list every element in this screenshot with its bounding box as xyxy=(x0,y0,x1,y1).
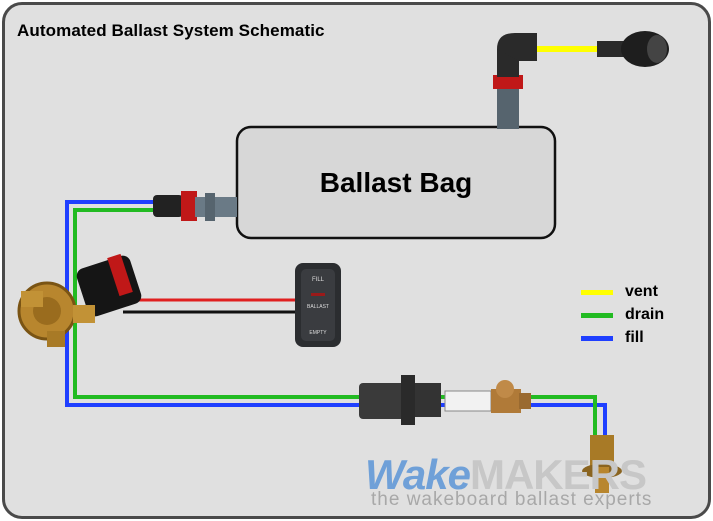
bag-side-fitting xyxy=(153,191,237,221)
bag-top-fitting xyxy=(493,33,537,129)
legend-label-drain: drain xyxy=(625,306,664,324)
page-title: Automated Ballast System Schematic xyxy=(17,21,325,41)
switch-label-fill: FILL xyxy=(312,277,325,283)
legend-label-fill: fill xyxy=(625,329,644,347)
rocker-switch: FILL BALLAST EMPTY xyxy=(295,263,341,347)
legend-swatch-vent xyxy=(581,290,613,295)
switch-label-ballast: BALLAST xyxy=(307,304,329,310)
intake-fitting xyxy=(359,375,531,425)
switch-label-empty: EMPTY xyxy=(309,330,327,336)
schematic-drawing: FILL BALLAST EMPTY Ballast Bag xyxy=(5,5,708,516)
legend-swatch-drain xyxy=(581,313,613,318)
legend-item-vent: vent xyxy=(581,283,658,301)
vent-thru-hull xyxy=(597,31,669,67)
legend-label-vent: vent xyxy=(625,283,658,301)
pump xyxy=(19,254,143,347)
brand-tagline: the wakeboard ballast experts xyxy=(371,489,652,511)
legend-item-fill: fill xyxy=(581,329,644,347)
legend-swatch-fill xyxy=(581,336,613,341)
bag-label: Ballast Bag xyxy=(320,167,473,198)
legend-item-drain: drain xyxy=(581,306,664,324)
